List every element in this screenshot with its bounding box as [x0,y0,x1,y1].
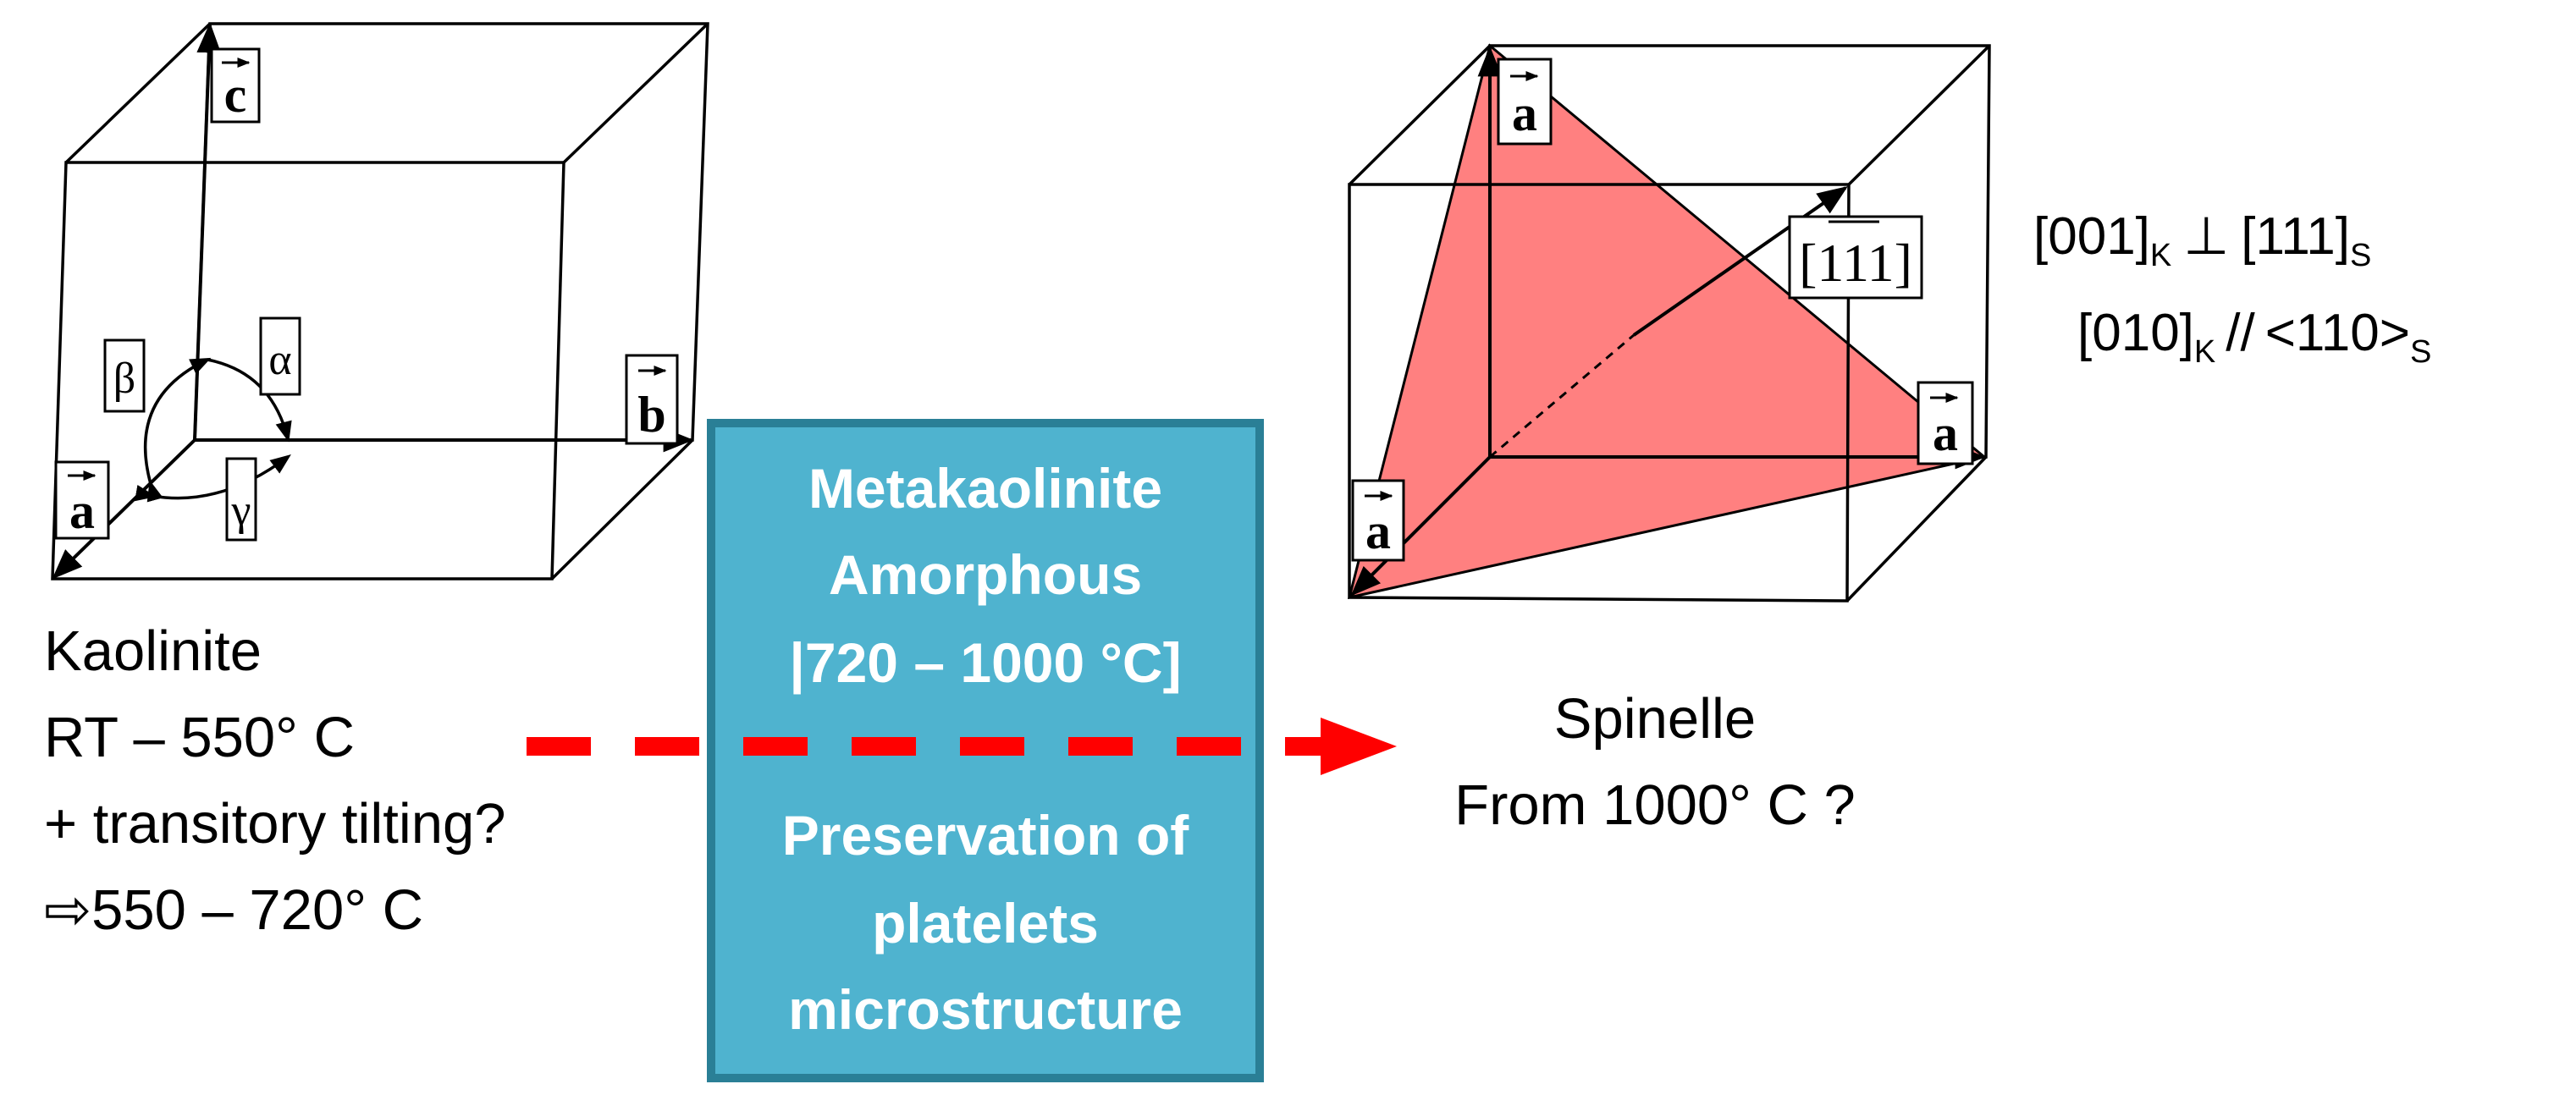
gamma-text: γ [231,487,251,535]
epitaxy-relations: [001]K⊥[111]S [010]K//<110>S [2033,207,2431,370]
angle-label-alpha: α [259,316,301,396]
kaolinite-line-3: + transitory tilting? [44,792,506,856]
metakaolinite-note-3: microstructure [788,978,1183,1041]
kaolinite-label-b: b [625,354,679,445]
beta-text: β [113,355,135,403]
spinelle-111-direction [1632,185,1848,337]
metakaolinite-title-2: Amorphous [829,543,1142,606]
relation-perp-right-sub: S [2350,238,2371,273]
spinelle-a-top-text: a [1512,85,1537,141]
spinelle-edge [1847,44,1991,186]
spinelle-a-left-text: a [1365,503,1391,559]
spinelle-axis-left [1350,455,1492,597]
spinelle-label-a-right: a [1917,381,1974,465]
relation-perp-right: [111] [2241,207,2350,266]
kaolinite-edge [550,438,694,581]
relation-par-right: <110> [2265,304,2410,362]
relation-perpendicular: [001]K ⊥[111]S [2033,207,2371,273]
relation-perp-left-sub: K [2150,238,2171,273]
spinelle-label-a-top: a [1497,58,1553,146]
vector-c-text: c [224,67,247,123]
spinelle-line-2: From 1000° C ? [1454,773,1856,837]
angle-label-beta: β [103,338,146,413]
kaolinite-caption: Kaolinite RT – 550° C + transitory tilti… [44,619,506,942]
angle-arc-alpha [207,358,292,443]
spinelle-a-right-text: a [1933,405,1958,461]
transition-arrow [527,718,1397,775]
relation-par-symbol: // [2226,304,2255,362]
spinelle-edge [1348,44,1492,186]
kaolinite-line-1: Kaolinite [44,619,262,683]
spinelle-line-1: Spinelle [1554,687,1756,751]
spinelle-111-plane [1347,43,1988,599]
metakaolinite-note-2: platelets [872,892,1099,955]
metakaolinite-note-1: Preservation of [782,804,1190,867]
kaolinite-edge [64,22,212,164]
kaolinite-label-c: c [210,47,261,124]
metakaolinite-title-3: |720 – 1000 °C] [789,631,1181,696]
transition-arrow-head [1321,718,1397,775]
angle-arc-gamma [135,454,291,502]
angle-label-gamma: γ [225,457,257,542]
kaolinite-cell: c b a β α γ [51,22,709,581]
relation-parallel: [010]K //<110>S [2077,304,2431,370]
kaolinite-edge [562,22,709,164]
spinelle-111-direction-dashed [1489,333,1635,459]
spinelle-edge [1845,455,1988,603]
relation-perp-left: [001] [2033,207,2150,266]
relation-par-left: [010] [2077,304,2194,362]
spinelle-cell: a a a [111] [1347,43,1991,603]
metakaolinite-title-1: Metakaolinite [808,457,1162,520]
relation-par-right-sub: S [2410,334,2431,370]
spinelle-label-111: [111] [1788,215,1923,300]
spinelle-111-text: [111] [1799,233,1912,293]
spinelle-label-a-left: a [1351,479,1405,562]
spinelle-caption: Spinelle From 1000° C ? [1454,687,1856,837]
kaolinite-line-2: RT – 550° C [44,706,355,769]
vector-a-text: a [69,483,95,539]
relation-perp-symbol: ⊥ [2183,207,2229,266]
kaolinite-label-a: a [54,460,110,540]
vector-b-text: b [637,387,665,443]
relation-par-left-sub: K [2194,334,2215,370]
alpha-text: α [268,336,291,384]
kaolinite-line-4: ⇨550 – 720° C [44,878,423,942]
kaolinite-axis-c [193,22,222,441]
